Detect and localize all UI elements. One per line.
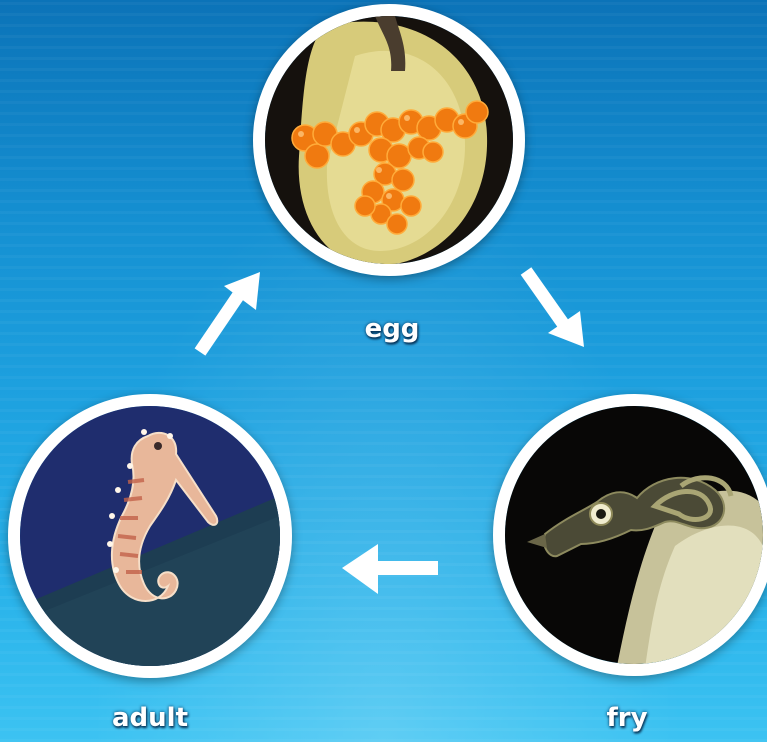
arrow-fry-to-adult (338, 538, 442, 600)
fry-label: fry (582, 703, 672, 733)
adult-seahorse-photo (8, 394, 292, 678)
egg-label: egg (350, 314, 434, 344)
adult-label: adult (95, 703, 205, 733)
seahorse-fry-photo (493, 394, 767, 676)
arrow-adult-to-egg (186, 266, 270, 358)
seahorse-eggs-photo (253, 4, 525, 276)
arrow-egg-to-fry (512, 263, 596, 355)
